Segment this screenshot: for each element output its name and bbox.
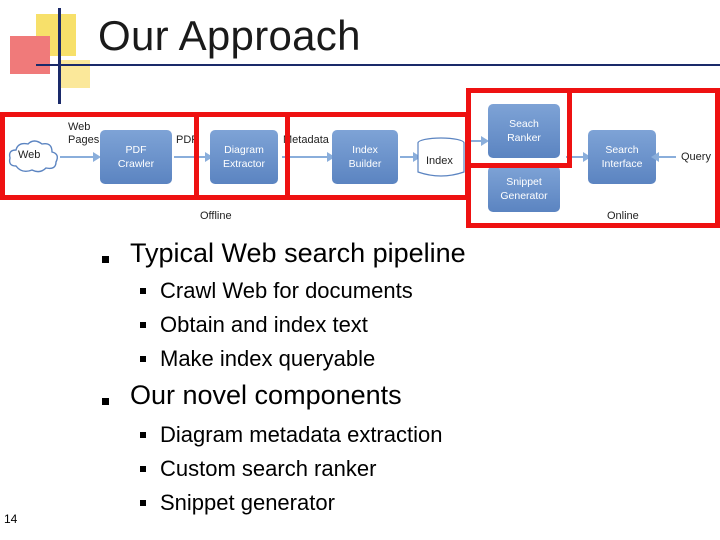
- index-database-icon: [416, 136, 466, 180]
- sub-bullet-item: Custom search ranker: [160, 456, 377, 481]
- web-cloud-label: Web: [18, 149, 41, 161]
- sub-bullet-item: Crawl Web for documents: [160, 278, 413, 303]
- decor-horizontal-line: [36, 64, 720, 66]
- highlight-diagram-extractor: [194, 112, 290, 200]
- sub-bullet-marker: [140, 500, 146, 506]
- sub-bullet-item: Make index queryable: [160, 346, 376, 371]
- arrow-crawler-to-extractor: [174, 152, 213, 162]
- sub-bullet-item: Diagram metadata extraction: [160, 422, 443, 447]
- metadata-label: Metadata: [283, 134, 329, 146]
- sub-bullet-marker: [140, 356, 146, 362]
- online-label: Online: [607, 210, 639, 222]
- page-number: 14: [4, 512, 18, 526]
- sub-bullet-marker: [140, 432, 146, 438]
- highlight-online-region: [466, 88, 720, 228]
- pdf-crawler-box: PDF Crawler: [100, 130, 172, 184]
- index-builder-box: Index Builder: [332, 130, 398, 184]
- bullet-marker: [102, 256, 109, 263]
- sub-bullet-marker: [140, 322, 146, 328]
- query-label: Query: [681, 151, 711, 163]
- snippet-generator-box: Snippet Generator: [488, 166, 560, 212]
- pdf-label: PDF: [176, 134, 198, 146]
- arrow-builder-to-index: [400, 152, 421, 162]
- web-cloud-icon: Web: [6, 136, 60, 176]
- search-ranker-box: Seach Ranker: [488, 104, 560, 158]
- arrow-index-to-ranker: [468, 136, 489, 146]
- index-db-label: Index: [426, 155, 453, 167]
- bullet-item: Our novel components: [130, 380, 402, 410]
- sub-bullet-item: Snippet generator: [160, 490, 335, 515]
- slide-title: Our Approach: [98, 12, 361, 59]
- arrow-extractor-to-builder: [282, 152, 335, 162]
- offline-label: Offline: [200, 210, 232, 222]
- arrow-ranker-to-interface: [566, 152, 591, 162]
- decor-vertical-line: [58, 8, 61, 104]
- sub-bullet-marker: [140, 288, 146, 294]
- arrow-web-to-crawler: [60, 152, 101, 162]
- sub-bullet-item: Obtain and index text: [160, 312, 368, 337]
- sub-bullet-marker: [140, 466, 146, 472]
- web-pages-label: Web Pages: [68, 121, 100, 146]
- search-interface-box: Search Interface: [588, 130, 656, 184]
- decor-red-square: [10, 36, 50, 74]
- bullet-marker: [102, 398, 109, 405]
- bullet-item: Typical Web search pipeline: [130, 238, 466, 268]
- diagram-extractor-box: Diagram Extractor: [210, 130, 278, 184]
